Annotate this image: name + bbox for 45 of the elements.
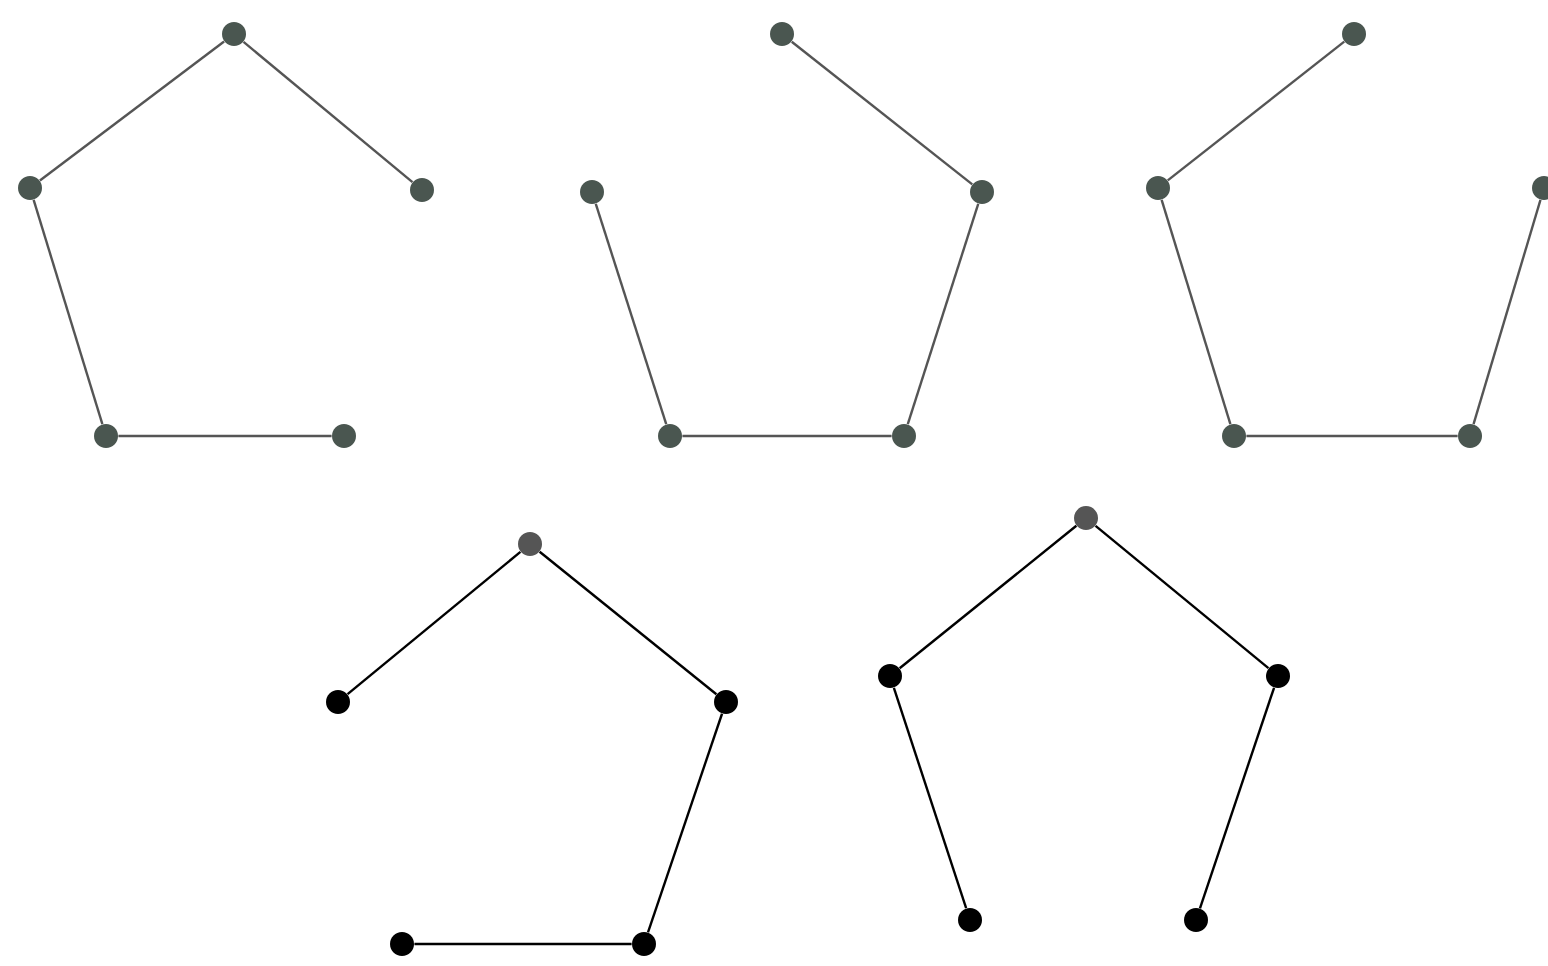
graph-edge bbox=[414, 942, 632, 946]
graph-edge bbox=[242, 41, 414, 183]
graph-edge bbox=[1167, 40, 1345, 182]
graph-vertex bbox=[714, 690, 738, 714]
graph-vertex bbox=[580, 180, 604, 204]
graph-vertex bbox=[326, 690, 350, 714]
graph-edge bbox=[1160, 199, 1232, 425]
graph-edge bbox=[32, 199, 104, 425]
graph-vertex bbox=[878, 664, 902, 688]
graph-edge bbox=[1094, 524, 1270, 670]
graph-edge bbox=[118, 434, 332, 438]
graph-vertex bbox=[1342, 22, 1366, 46]
graph-edge bbox=[1198, 687, 1276, 909]
graph-vertex bbox=[1074, 506, 1098, 530]
graph-edge bbox=[39, 40, 225, 182]
graph-vertex bbox=[390, 932, 414, 956]
graph-edge bbox=[646, 713, 724, 933]
graph-vertex bbox=[1184, 908, 1208, 932]
graph-vertex bbox=[222, 22, 246, 46]
graph-vertex bbox=[332, 424, 356, 448]
graph-edge bbox=[1246, 434, 1458, 438]
graph-edge bbox=[906, 203, 980, 425]
graph-vertex bbox=[1532, 176, 1548, 200]
graph-vertex bbox=[958, 908, 982, 932]
graph-vertex bbox=[970, 180, 994, 204]
graph-vertex bbox=[1266, 664, 1290, 688]
graph-vertex bbox=[632, 932, 656, 956]
graph-vertex bbox=[658, 424, 682, 448]
graph-edge bbox=[791, 40, 974, 186]
graph-vertex bbox=[892, 424, 916, 448]
graph-vertex bbox=[410, 178, 434, 202]
graph-vertex bbox=[18, 176, 42, 200]
graph-vertex bbox=[1146, 176, 1170, 200]
graph-edge bbox=[538, 550, 718, 696]
graph-vertex bbox=[518, 532, 542, 556]
graph-vertex bbox=[1222, 424, 1246, 448]
graph-edge bbox=[1472, 199, 1542, 425]
graph-edge bbox=[898, 524, 1078, 670]
graph-edge bbox=[682, 434, 892, 438]
graph-vertex bbox=[1458, 424, 1482, 448]
graph-vertex bbox=[770, 22, 794, 46]
graph-edge bbox=[892, 687, 968, 909]
graph-edge bbox=[346, 550, 522, 696]
graph-edge bbox=[594, 203, 668, 425]
graph-vertex bbox=[94, 424, 118, 448]
